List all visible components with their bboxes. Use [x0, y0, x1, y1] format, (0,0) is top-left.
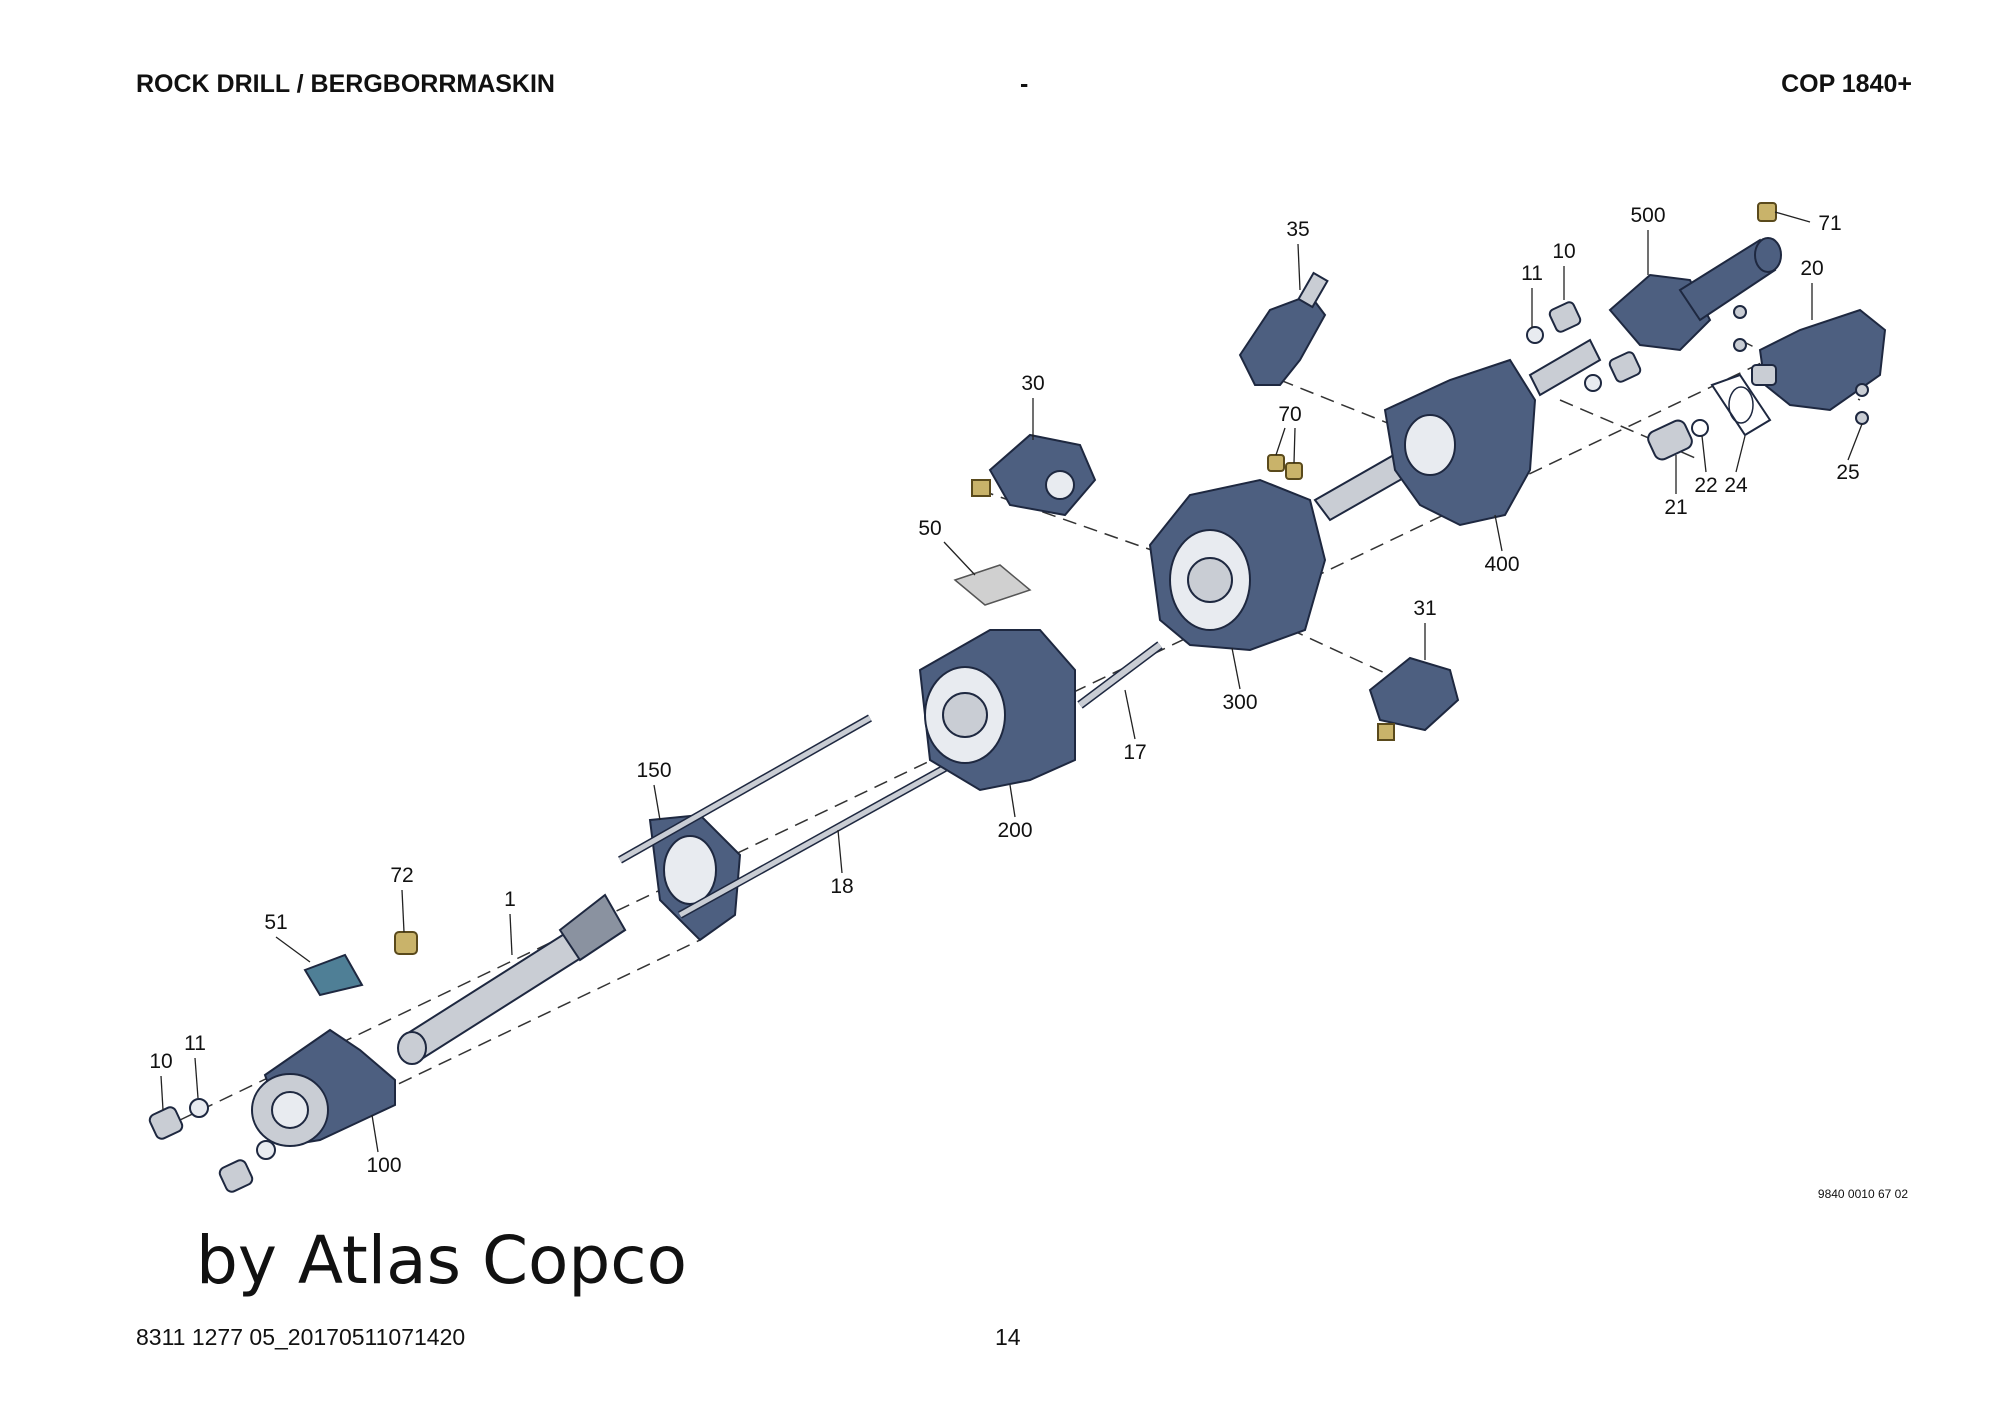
callout-200: 200 — [997, 819, 1033, 842]
part-1-shank — [397, 893, 627, 1065]
part-72-fitting — [394, 931, 418, 955]
callout-300: 300 — [1222, 691, 1258, 714]
callout-72: 72 — [390, 864, 414, 887]
part-18-tie-rods — [618, 714, 947, 919]
assembly-line — [1559, 399, 1701, 461]
callout-150: 150 — [636, 759, 672, 782]
part-10-nut — [148, 1106, 254, 1193]
part-71-fitting — [1757, 202, 1777, 222]
part-400-gear-housing — [1313, 338, 1602, 527]
callout-10-front: 10 — [149, 1050, 173, 1073]
callout-17: 17 — [1123, 741, 1147, 764]
part-24-gasket — [1710, 373, 1772, 437]
callout-31: 31 — [1413, 597, 1437, 620]
callout-30: 30 — [1021, 372, 1045, 395]
callout-25: 25 — [1836, 461, 1860, 484]
callout-100: 100 — [366, 1154, 402, 1177]
callout-20: 20 — [1800, 257, 1824, 280]
part-25-screws — [1733, 305, 1869, 425]
part-17-rod — [1077, 641, 1163, 709]
drawing-number: 9840 0010 67 02 — [1817, 1187, 1908, 1201]
callout-18: 18 — [830, 875, 854, 898]
part-10-nut-rear — [1548, 301, 1642, 383]
part-150-flange — [648, 813, 742, 942]
header-title: ROCK DRILL / BERGBORRMASKIN — [136, 70, 555, 98]
callout-21: 21 — [1664, 496, 1688, 519]
part-11-washer-rear — [1526, 326, 1602, 392]
watermark-text: by Atlas Copco — [196, 1222, 687, 1299]
callout-35: 35 — [1286, 218, 1310, 241]
part-50-sign-plate — [953, 564, 1032, 606]
callout-11: 11 — [1521, 262, 1543, 285]
header-model: COP 1840+ — [1781, 70, 1912, 98]
footer-document-id: 8311 1277 05_20170511071420 — [136, 1324, 466, 1350]
part-300-housing — [1148, 478, 1327, 652]
part-21-bushing — [1647, 419, 1693, 461]
callout-400: 400 — [1484, 553, 1520, 576]
part-35-valve — [1238, 271, 1329, 386]
callout-71: 71 — [1818, 212, 1842, 235]
callout-11-front: 11 — [184, 1032, 206, 1055]
callout-1: 1 — [504, 888, 516, 911]
callout-leader-lines — [160, 211, 1863, 1153]
part-500-adapter — [1608, 237, 1782, 352]
part-70-fittings — [1267, 454, 1303, 480]
header-separator: - — [1020, 70, 1029, 98]
callout-22: 22 — [1694, 474, 1718, 497]
part-30-cover — [971, 433, 1097, 517]
callout-70: 70 — [1278, 403, 1302, 426]
part-100-front-head — [251, 1028, 396, 1147]
callout-10: 10 — [1552, 240, 1576, 263]
part-200-cylinder — [918, 629, 1076, 792]
callout-500: 500 — [1630, 204, 1666, 227]
part-31-cover — [1368, 656, 1460, 741]
assembly-line — [259, 939, 701, 1151]
footer-page-number: 14 — [995, 1324, 1021, 1350]
callout-24: 24 — [1724, 474, 1748, 497]
part-22-ring — [1691, 419, 1709, 437]
part-51-label-plate — [303, 953, 364, 997]
callout-51: 51 — [264, 911, 288, 934]
part-20-motor — [1751, 308, 1887, 412]
callout-50: 50 — [918, 517, 942, 540]
part-11-washer — [189, 1098, 276, 1160]
